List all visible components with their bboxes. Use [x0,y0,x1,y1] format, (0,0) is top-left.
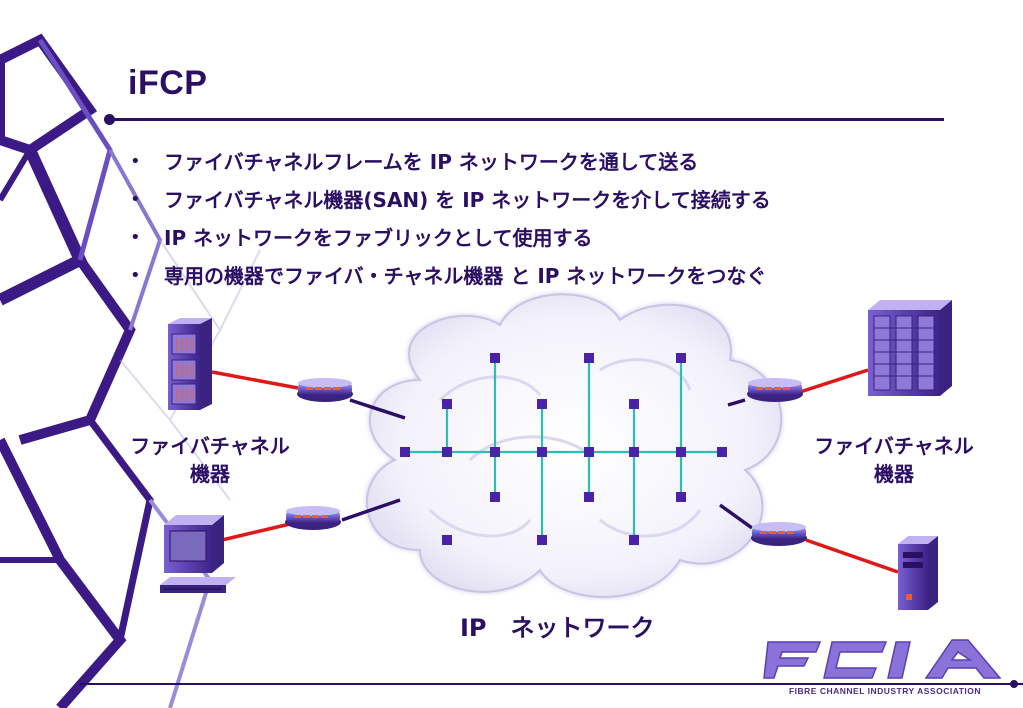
right-device-label-line2: 機器 [874,462,914,486]
storage-rack-icon [868,300,952,396]
bullet-item: • ファイバチャネルフレームを IP ネットワークを通して送る [130,146,771,184]
left-device-label-line2: 機器 [190,462,230,486]
slide-title: iFCP [128,64,208,102]
right-device-label-line1: ファイバチャネル [814,434,974,458]
title-rule [110,118,944,121]
server-tower-icon [898,536,938,610]
left-device-label-line1: ファイバチャネル [130,434,290,458]
ip-links [341,398,754,530]
bullet-mark: • [130,227,141,248]
bullet-item: • 専用の機器でファイバ・チャネル機器 と IP ネットワークをつなぐ [130,260,771,298]
bullet-text: 専用の機器でファイバ・チャネル機器 と IP ネットワークをつなぐ [164,264,767,288]
left-device-label: ファイバチャネル 機器 [112,432,308,488]
title-rule-dot [104,114,115,125]
gateway-switch [751,522,807,546]
gateway-switch [747,378,803,402]
gateway-switch [297,378,353,402]
bullet-text: ファイバチャネルフレームを IP ネットワークを通して送る [164,150,699,174]
storage-tower-icon [168,318,212,410]
decorative-wireframe [0,33,213,708]
network-mesh [400,353,727,545]
fcia-logo-caption: FIBRE CHANNEL INDUSTRY ASSOCIATION [788,686,982,696]
bullet-mark: • [130,151,141,172]
workstation-icon [160,515,236,593]
bullet-mark: • [130,189,141,210]
bullet-text: IP ネットワークをファブリックとして使用する [164,226,593,250]
gateway-switch [285,506,341,530]
bullet-text: ファイバチャネル機器(SAN) を IP ネットワークを介して接続する [164,188,771,212]
network-label: IP ネットワーク [460,614,655,642]
bullet-item: • ファイバチャネル機器(SAN) を IP ネットワークを介して接続する [130,184,771,222]
bullet-item: • IP ネットワークをファブリックとして使用する [130,222,771,260]
ip-network-cloud [366,293,783,598]
right-device-label: ファイバチャネル 機器 [796,432,992,488]
bullet-mark: • [130,265,141,286]
fcia-logo [763,636,1006,685]
bullet-list: • ファイバチャネルフレームを IP ネットワークを通して送る • ファイバチャネル… [130,146,771,298]
fc-links [211,368,899,574]
